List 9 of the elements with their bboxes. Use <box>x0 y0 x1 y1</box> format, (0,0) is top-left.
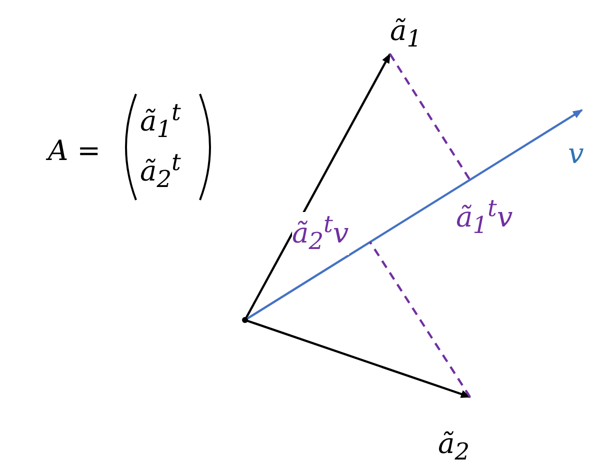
formula-text: A = <box>48 136 101 167</box>
vertex-point <box>242 317 248 323</box>
vector-label: ã$_{2}$ <box>438 398 482 466</box>
vector-arrow <box>244 318 471 398</box>
edge-label: ã$_{2}$$^{t}$v <box>292 212 349 255</box>
projection-line <box>369 241 471 398</box>
vector-label: ã$_{1}$ <box>390 14 434 54</box>
projection-line <box>389 53 471 181</box>
vector-label: v <box>568 114 598 170</box>
